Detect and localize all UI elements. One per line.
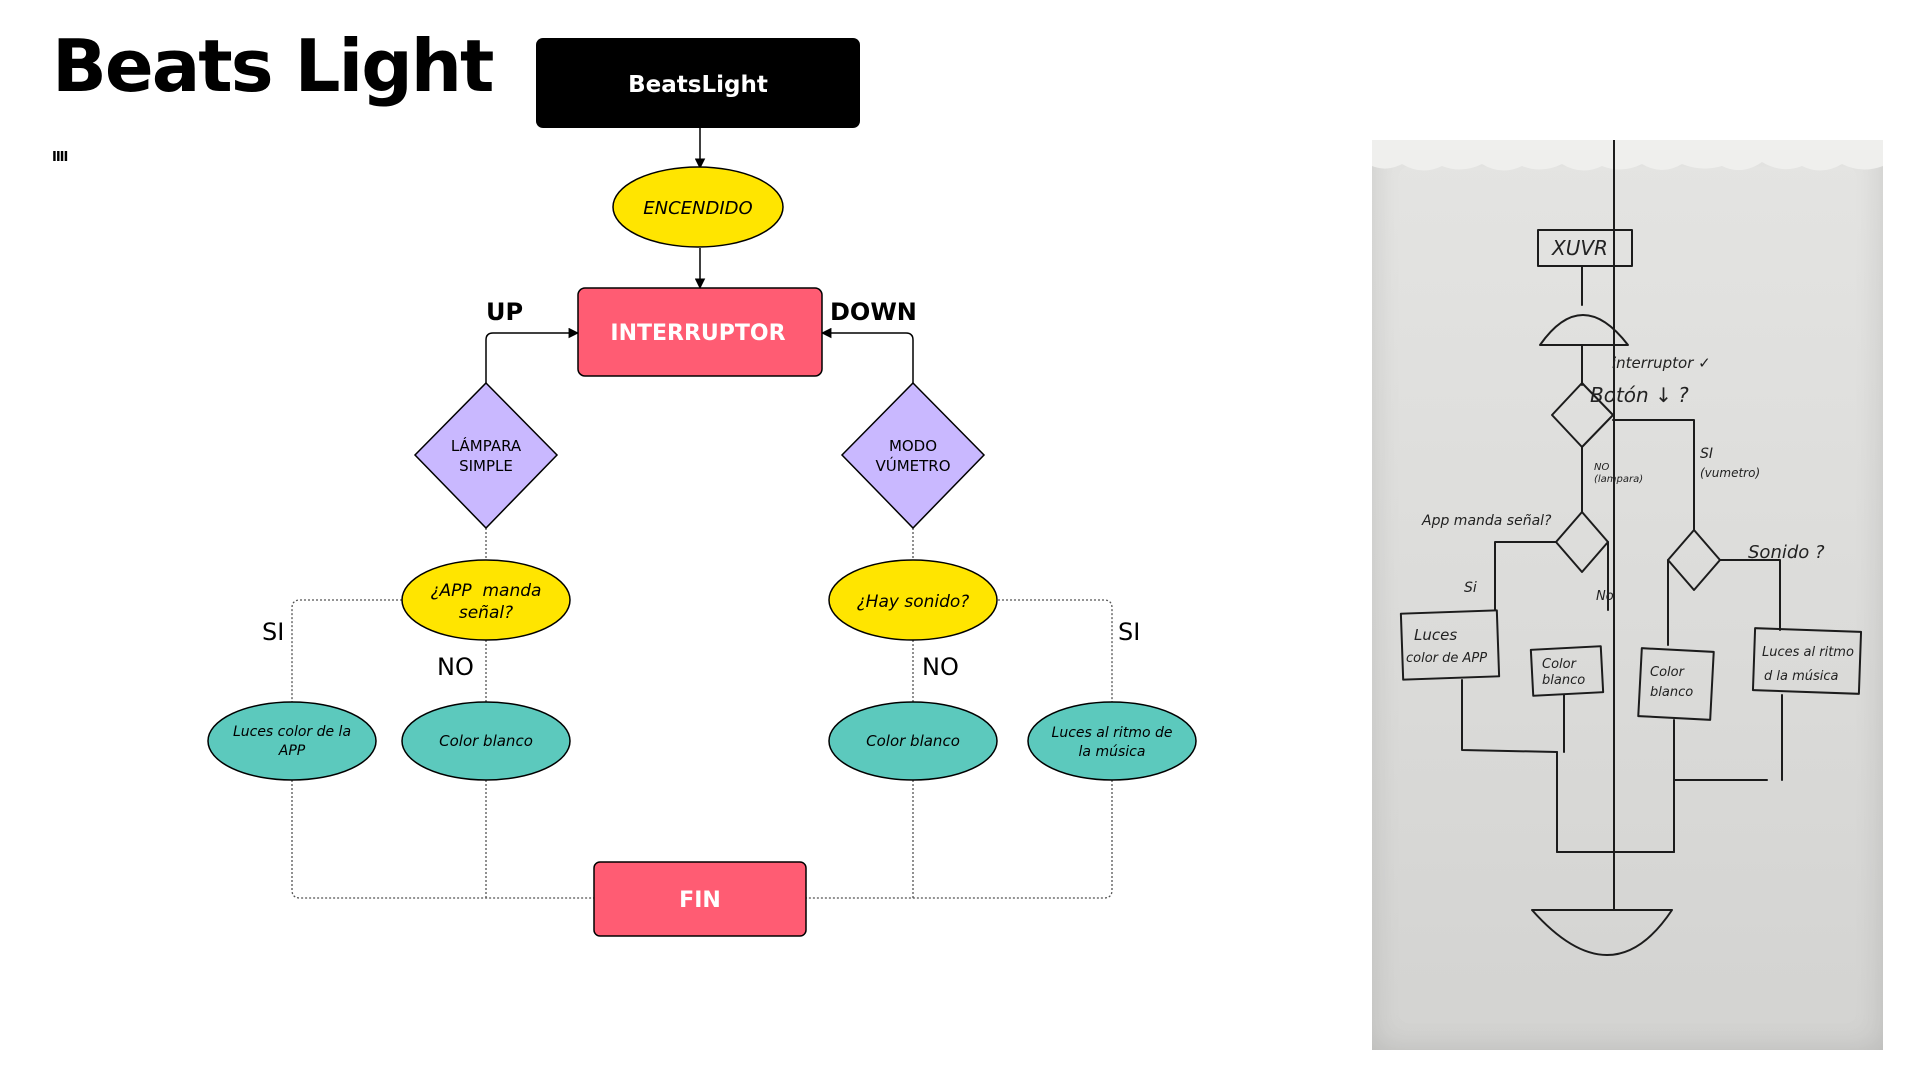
white-color-left-label: Color blanco	[439, 732, 533, 750]
sound-question-label: ¿Hay sonido?	[857, 592, 970, 612]
app-question-label-2: señal?	[459, 603, 513, 623]
start-label: BeatsLight	[628, 72, 768, 98]
music-rhythm-lights-node: Luces al ritmo de la música	[1027, 701, 1197, 781]
sketch-no-label-1: NO	[1594, 462, 1609, 473]
sketch-box-app-2: color de APP	[1406, 651, 1487, 666]
simple-lamp-label-1: LÁMPARA	[451, 436, 522, 455]
dotted-connectors	[291, 528, 1113, 899]
end-node: FIN	[593, 861, 807, 937]
page-title: Beats Light	[52, 24, 494, 108]
app-color-lights-label-2: APP	[278, 743, 306, 759]
sketch-box-music-1: Luces al ritmo	[1762, 645, 1854, 660]
music-rhythm-lights-label-1: Luces al ritmo de	[1052, 725, 1173, 741]
no-left-label: NO	[437, 653, 474, 681]
sketch-start-label: XUVR	[1551, 236, 1608, 260]
app-color-lights-node: Luces color de la APP	[207, 701, 377, 781]
sketch-drawing: XUVR interruptor ✓ Botón ↓ ? NO (lampara…	[1372, 140, 1883, 956]
app-color-lights-label-1: Luces color de la	[233, 724, 351, 740]
white-color-right-label: Color blanco	[866, 732, 960, 750]
simple-lamp-node: LÁMPARA SIMPLE	[413, 381, 559, 530]
power-on-node: ENCENDIDO	[612, 166, 784, 248]
yes-right-label: SI	[1118, 618, 1140, 646]
sketch-no-small: No	[1596, 589, 1614, 604]
vumeter-mode-label-2: VÚMETRO	[875, 456, 950, 475]
connector-lamp-switch	[485, 327, 580, 383]
sketch-paper-tear	[1372, 140, 1883, 171]
sound-question-node: ¿Hay sonido?	[828, 559, 998, 641]
solid-connectors	[485, 128, 914, 383]
sketch-switch-note: interruptor ✓	[1612, 354, 1711, 372]
sketch-sound-question: Sonido ?	[1748, 542, 1825, 563]
vumeter-mode-label-1: MODO	[889, 437, 937, 455]
start-node: BeatsLight	[536, 38, 860, 128]
simple-lamp-label-2: SIMPLE	[459, 457, 513, 475]
sketch-yes-small: Si	[1464, 580, 1477, 596]
app-question-label-1: ¿APP manda	[431, 581, 542, 601]
sketch-app-question: App manda señal?	[1421, 513, 1552, 529]
flowchart: BeatsLight ENCENDIDO INTERRUPTOR UP DOWN…	[207, 38, 1197, 937]
switch-label: INTERRUPTOR	[610, 321, 785, 346]
sketch-box-white-1-line-2: blanco	[1542, 673, 1585, 688]
vumeter-mode-node: MODO VÚMETRO	[840, 381, 986, 530]
sketch-box-white-2-line-1: Color	[1650, 665, 1686, 680]
white-color-left-node: Color blanco	[401, 701, 571, 781]
yes-left-label: SI	[262, 618, 284, 646]
sketch-button-question: Botón ↓ ?	[1590, 383, 1689, 407]
no-right-label: NO	[922, 653, 959, 681]
sketch-photo: XUVR interruptor ✓ Botón ↓ ? NO (lampara…	[1372, 140, 1883, 1050]
sketch-no-label-2: (lampara)	[1594, 474, 1643, 485]
sketch-box-music-2: d la música	[1764, 669, 1839, 684]
switch-node: INTERRUPTOR	[577, 287, 823, 377]
sketch-box-white-1-line-1: Color	[1542, 657, 1578, 672]
end-label: FIN	[679, 888, 721, 913]
sketch-box-app-1: Luces	[1414, 626, 1457, 644]
sketch-yes-label-1: SI	[1700, 446, 1713, 462]
connector-vumeter-switch	[820, 327, 914, 383]
sketch-box-white-2-line-2: blanco	[1650, 685, 1693, 700]
app-question-node: ¿APP manda señal?	[401, 559, 571, 641]
down-label: DOWN	[830, 298, 917, 326]
music-rhythm-lights-label-2: la música	[1079, 744, 1146, 760]
up-label: UP	[486, 298, 523, 326]
white-color-right-node: Color blanco	[828, 701, 998, 781]
power-on-label: ENCENDIDO	[643, 198, 752, 219]
page-mark: IIII	[52, 150, 68, 165]
sketch-yes-label-2: (vumetro)	[1700, 466, 1760, 480]
